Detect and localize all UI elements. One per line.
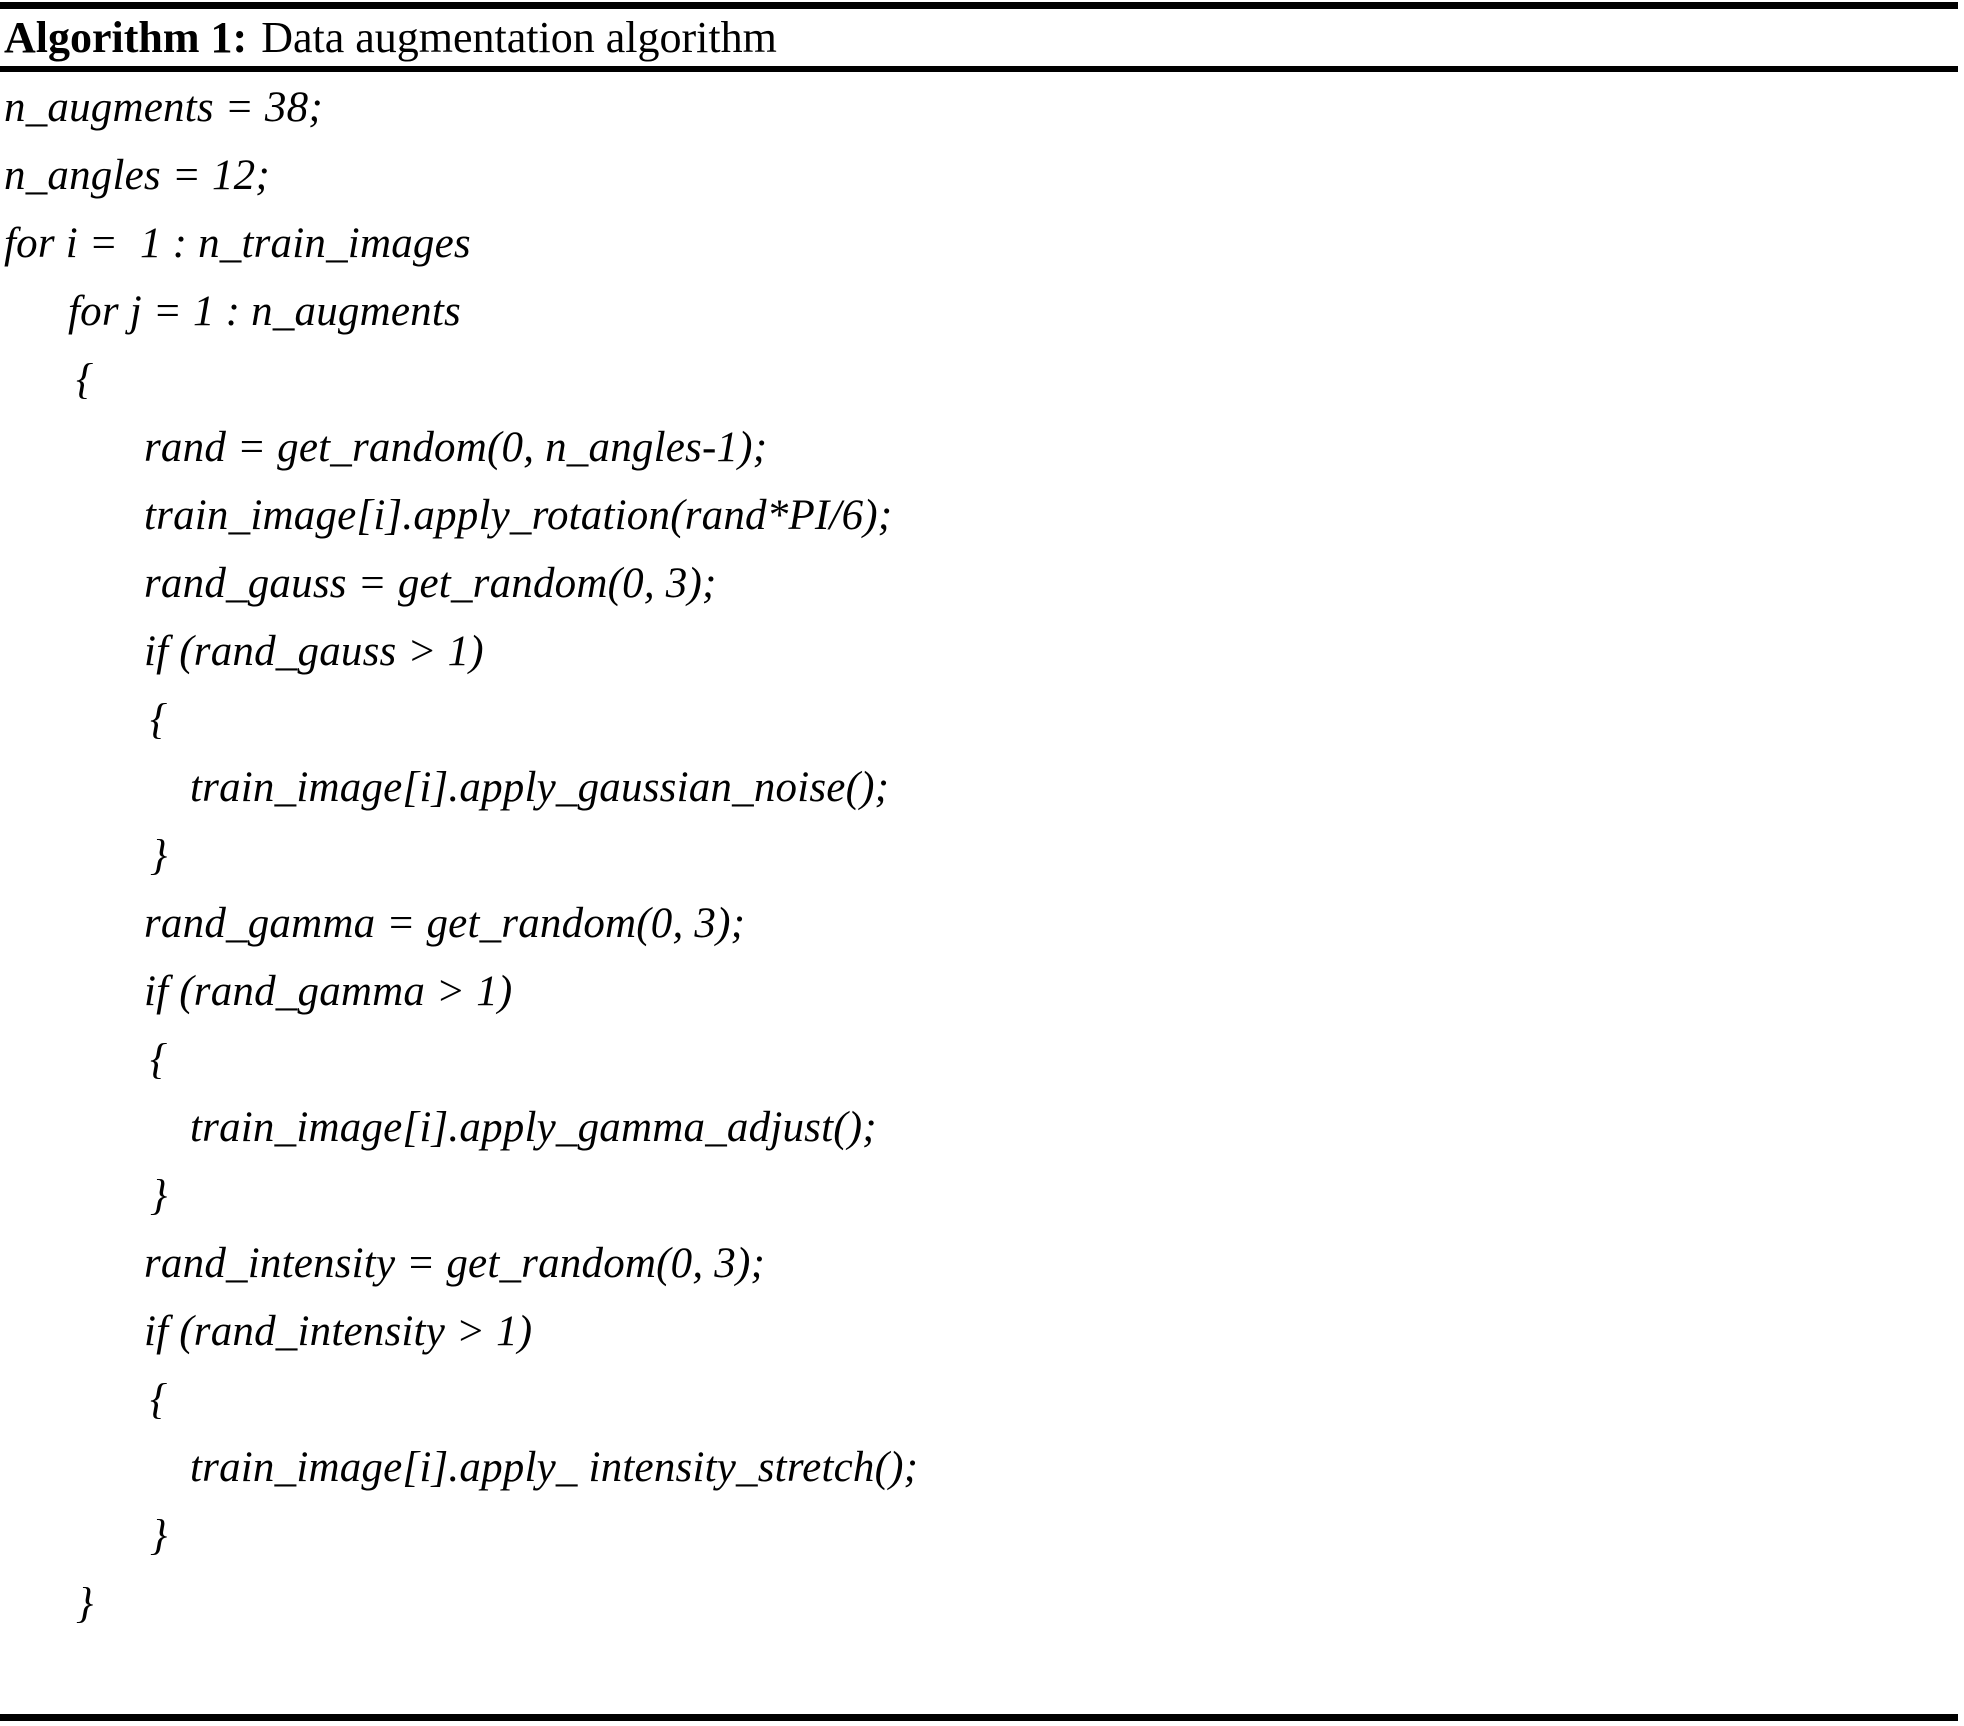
code-line: } xyxy=(76,1580,94,1627)
code-line: rand = get_random(0, n_angles-1); xyxy=(144,424,768,471)
code-line: { xyxy=(150,1376,168,1423)
code-line: rand_intensity = get_random(0, 3); xyxy=(144,1240,766,1287)
code-line: { xyxy=(150,1036,168,1083)
code-line: n_angles = 12; xyxy=(4,152,270,199)
algorithm-title-text: Data augmentation algorithm xyxy=(261,13,777,62)
title-separator-rule xyxy=(0,66,1958,72)
code-line: train_image[i].apply_gaussian_noise(); xyxy=(190,764,890,811)
code-line: } xyxy=(150,1172,168,1219)
algorithm-title: Algorithm 1: Data augmentation algorithm xyxy=(4,12,777,64)
code-line: for i = 1 : n_train_images xyxy=(4,220,471,267)
code-line: n_augments = 38; xyxy=(4,84,323,131)
top-rule xyxy=(0,2,1958,9)
code-line: if (rand_gauss > 1) xyxy=(144,628,484,675)
code-line: if (rand_gamma > 1) xyxy=(144,968,513,1015)
code-line: if (rand_intensity > 1) xyxy=(144,1308,533,1355)
code-line: for j = 1 : n_augments xyxy=(68,288,461,335)
algorithm-code-body: n_augments = 38; n_angles = 12; for i = 1 … xyxy=(0,72,1964,1714)
code-line: train_image[i].apply_ intensity_stretch(… xyxy=(190,1444,919,1491)
code-line: { xyxy=(150,696,168,743)
code-line: } xyxy=(150,832,168,879)
code-line: { xyxy=(76,356,94,403)
bottom-rule xyxy=(0,1714,1958,1721)
code-line: train_image[i].apply_gamma_adjust(); xyxy=(190,1104,877,1151)
code-line: rand_gamma = get_random(0, 3); xyxy=(144,900,746,947)
algorithm-label: Algorithm 1: xyxy=(4,13,248,62)
code-line: } xyxy=(150,1512,168,1559)
code-line: rand_gauss = get_random(0, 3); xyxy=(144,560,717,607)
code-line: train_image[i].apply_rotation(rand*PI/6)… xyxy=(144,492,893,539)
